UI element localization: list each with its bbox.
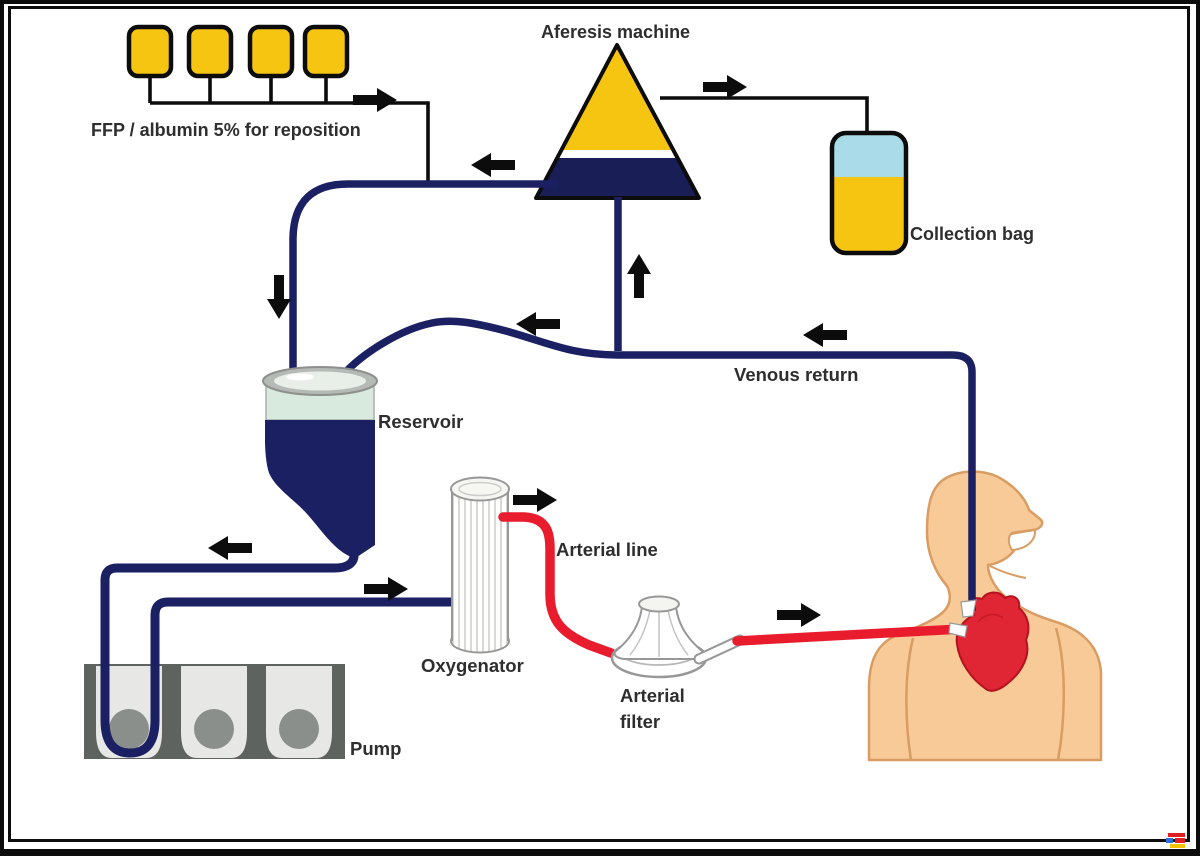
flow-arrow-left-reservoir-to-pump (208, 536, 252, 560)
pump-label: Pump (350, 738, 401, 759)
collection-bag (829, 130, 909, 256)
apheresis-machine (534, 43, 701, 200)
pump-roller-1 (109, 709, 149, 749)
roller-pump (84, 664, 345, 759)
ffp-reposition-bags (126, 24, 350, 79)
patient-mouth (1007, 528, 1037, 552)
arterial-cannula-tip (948, 622, 968, 638)
flow-arrow-down-into-reservoir (267, 275, 291, 319)
collection-line (660, 96, 869, 136)
ffp-label: FFP / albumin 5% for reposition (91, 120, 361, 140)
flow-arrow-left-machine-out (471, 153, 515, 177)
flow-arrow-left-venous-right (803, 323, 847, 347)
arterial-filter-label-line2: filter (620, 711, 660, 732)
patient-left-arm-line (905, 637, 915, 761)
oxygenator-label: Oxygenator (421, 655, 524, 676)
apheresis-machine-label: Aferesis machine (541, 22, 690, 42)
oxygenator (450, 476, 510, 654)
reservoir-to-oxygenator-tube (100, 544, 457, 758)
flow-arrow-right-to-collection-bag (703, 75, 747, 99)
patient-right-arm-line (1054, 627, 1065, 761)
flow-arrow-right-oxygenator-out (513, 488, 557, 512)
pump-roller-3 (279, 709, 319, 749)
reservoir-highlight (286, 373, 314, 381)
flow-arrow-right-ffp (353, 88, 397, 112)
reposition-line (148, 74, 430, 181)
ffp-bag-4 (302, 24, 350, 79)
flow-arrow-up-into-machine (627, 254, 651, 298)
patient-jaw-line (989, 565, 1027, 579)
flow-arrow-right-to-patient (777, 603, 821, 627)
ffp-bag-1 (126, 24, 174, 79)
ffp-bag-2 (186, 24, 234, 79)
venous-return-tube (338, 317, 976, 611)
venous-return-label: Venous return (734, 364, 858, 385)
arterial-line-label: Arterial line (556, 539, 658, 560)
arterial-to-patient-tube (732, 624, 966, 646)
pump-roller-2 (194, 709, 234, 749)
ffp-bag-3 (247, 24, 295, 79)
venous-reservoir (262, 366, 378, 557)
arterial-filter (610, 595, 746, 679)
arterial-line-tube (498, 512, 616, 658)
reservoir-label: Reservoir (378, 411, 463, 432)
arterial-filter-label-line1: Arterial (620, 685, 685, 706)
collection-bag-label: Collection bag (910, 224, 1034, 244)
flow-arrow-right-pump-to-oxygenator (364, 577, 408, 601)
venous-cannula-tip (960, 599, 977, 618)
corner-watermark (1164, 831, 1188, 849)
machine-to-reservoir-tube (289, 180, 557, 372)
heart (955, 591, 1030, 692)
